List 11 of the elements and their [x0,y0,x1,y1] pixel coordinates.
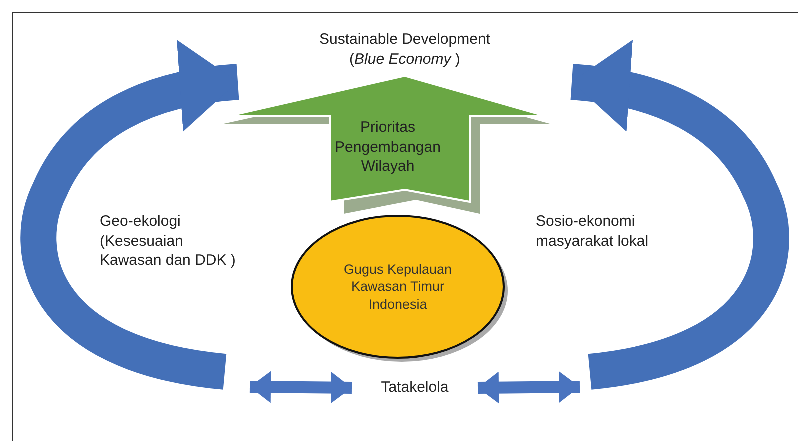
curved-arrow [20,42,240,390]
curved-arrow [570,42,790,390]
text-label: Tatakelola [381,378,449,398]
text-label: Sustainable Development [320,30,490,50]
double-arrow [478,371,580,404]
text-label: Sosio-ekonomi masyarakat lokal [536,212,650,251]
text-label: Geo-ekologi (Kesesuaian Kawasan dan DDK ) [100,212,237,270]
node-label: Gugus Kepulauan Kawasan Timur Indonesia [342,260,454,314]
node-label: Prioritas Pengembangan Wilayah [334,118,442,176]
double-arrow [250,371,352,404]
text-label: (Blue Economy ) [350,50,460,69]
